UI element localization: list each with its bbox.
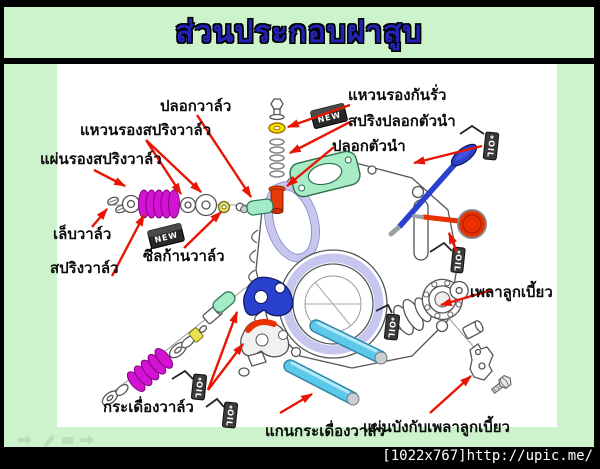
oil-tag-exhaust: OIL <box>429 241 466 274</box>
rocker-shaft-rod-2 <box>283 359 360 406</box>
label-valve-spring: สปริงวาล์ว <box>50 259 119 277</box>
valve-parts-row <box>107 189 274 219</box>
svg-text:OIL: OIL <box>386 321 397 340</box>
slide-background: ส่วนประกอบฝาสูบ <box>4 7 594 447</box>
svg-text:OIL: OIL <box>224 409 235 428</box>
oil-tag-top-right: OIL <box>459 124 500 161</box>
bore-oring <box>278 249 388 359</box>
rocker-shaft-rod-1 <box>309 319 388 365</box>
label-camshaft: เพลาลูกเบี้ยว <box>470 280 553 302</box>
redo-arrow-icon <box>80 435 94 445</box>
camshaft-plate-part <box>469 343 494 381</box>
lower-valve-spring <box>126 348 174 392</box>
svg-text:OIL: OIL <box>452 254 463 273</box>
label-rocker-arm: กระเดื่องวาล์ว <box>103 396 194 416</box>
title-divider <box>4 58 594 64</box>
lower-valve-stack <box>101 291 236 406</box>
exploded-parts-diagram: NEW NEW OIL OIL <box>18 64 557 447</box>
page-title: ส่วนประกอบฝาสูบ <box>175 15 423 50</box>
rocker-arm-orange <box>240 319 290 358</box>
svg-text:OIL: OIL <box>193 381 204 400</box>
top-gasket <box>289 150 361 198</box>
sleeve-spring <box>269 138 285 178</box>
shape-icon <box>62 437 73 444</box>
undo-arrow-icon <box>18 435 32 445</box>
pencil-icon <box>43 435 55 447</box>
watermark-icons <box>18 435 94 447</box>
label-valve-keeper: เล็บวาล์ว <box>53 224 111 243</box>
label-valve-stem-seal: ซีลก้านวาล์ว <box>143 247 225 265</box>
cam-pin <box>462 320 484 339</box>
image-host-bar: [1022x767]http://upic.me/ <box>0 447 600 469</box>
stack-bolt <box>270 98 284 110</box>
tappet-cone <box>247 351 267 367</box>
exhaust-valve <box>412 209 487 239</box>
pointer-arrows <box>91 103 493 415</box>
image-host-url: [1022x767]http://upic.me/ <box>382 448 593 464</box>
oil-tag-camshaft: OIL <box>375 303 401 341</box>
label-camshaft-guide-plate: แผ่นบังกับเพลาลูกเบี้ยว <box>363 415 510 437</box>
oil-tag-rocker-1: OIL <box>171 369 208 401</box>
valve-guide-part <box>240 198 274 216</box>
plate-bolt <box>490 375 512 394</box>
rocker-arm-blue <box>243 276 294 317</box>
label-valve-guide: ปลอกวาล์ว <box>160 97 231 115</box>
valve-keepers <box>107 196 127 214</box>
label-guide-sleeve-spring: สปริงปลอกตัวนำ <box>348 112 456 130</box>
tappet-ring <box>238 367 250 377</box>
label-rocker-arm-shaft: แกนกระเดื่องวาล์ว <box>265 420 385 440</box>
oil-tag-rocker-2: OIL <box>205 397 239 429</box>
part-labels: ปลอกวาล์ว แหวนรองสปริงวาล์ว แผ่นรองสปริง… <box>40 84 553 440</box>
svg-text:OIL: OIL <box>485 140 496 159</box>
label-guide-sleeve: ปลอกตัวนำ <box>332 137 406 155</box>
new-tag-seal: NEW <box>147 223 185 249</box>
label-valve-spring-seat-plate: แผ่นรองสปริงวาล์ว <box>40 150 162 168</box>
valve-spring-part <box>138 189 180 219</box>
label-valve-spring-washer: แหวนรองสปริงวาล์ว <box>80 121 211 139</box>
label-leak-proof-washer: แหวนรองกันรั่ว <box>348 84 446 104</box>
